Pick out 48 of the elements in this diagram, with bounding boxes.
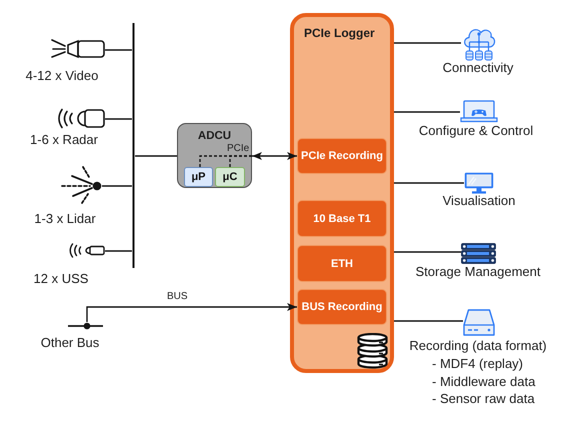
list-item: - Sensor raw data (432, 391, 535, 406)
bus-line (132, 23, 135, 268)
microcontroller-box: μC (215, 167, 245, 187)
connector-line (394, 320, 463, 322)
dashed-line (229, 155, 252, 167)
connector-line (394, 182, 464, 184)
processor-box: μP (184, 167, 213, 187)
unit-title: ADCU (198, 130, 232, 142)
list-item: - MDF4 (replay) (432, 356, 524, 371)
edge-label: PCIe (227, 143, 250, 154)
connector-line (102, 185, 132, 187)
connector-line (135, 155, 177, 157)
function-label: Recording (data format) (409, 338, 547, 353)
function-label: Connectivity (442, 60, 514, 75)
sensor-label: 1-3 x Lidar (34, 211, 96, 226)
function-label: Visualisation (442, 193, 516, 208)
logger-title: PCIe Logger (304, 26, 375, 40)
connector-line (394, 42, 461, 44)
arrow (86, 303, 297, 322)
list-item: - Middleware data (432, 374, 536, 388)
connector-line (105, 250, 132, 252)
connector-line (105, 49, 132, 51)
hard-drive-icon (463, 309, 495, 336)
function-label: Configure & Control (418, 123, 534, 138)
sensor-label: 4-12 x Video (26, 68, 98, 83)
module-box: ETH (297, 245, 387, 282)
sensor-label: 1-6 x Radar (30, 132, 98, 147)
connector-line (394, 111, 460, 113)
function-label: Storage Management (415, 264, 541, 279)
laptop-gamepad-icon (460, 100, 498, 123)
ultrasonic-sensor-icon (68, 243, 105, 258)
double-arrow (252, 152, 297, 160)
sensor-label: 12 x USS (34, 271, 88, 286)
module-box: PCIe Recording (297, 138, 387, 174)
module-box: BUS Recording (297, 289, 387, 325)
edge-label: BUS (167, 291, 188, 302)
radar-icon (56, 108, 105, 129)
server-rack-icon (461, 243, 496, 264)
logger-panel (290, 13, 394, 373)
connector-line (394, 251, 461, 253)
camera-icon (51, 38, 105, 59)
connector-line (105, 118, 132, 120)
bus-label: Other Bus (40, 335, 100, 350)
bus-tap-line (68, 322, 103, 330)
lidar-icon (60, 165, 102, 205)
monitor-icon (464, 172, 494, 194)
module-box: 10 Base T1 (297, 200, 387, 237)
control-unit-box (177, 123, 252, 188)
